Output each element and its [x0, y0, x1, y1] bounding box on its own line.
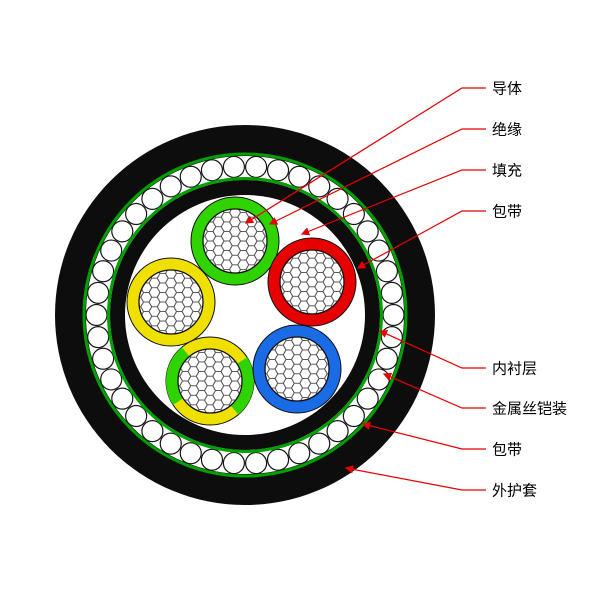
label-wire-armor: 金属丝铠装: [492, 399, 568, 418]
armor-wire: [179, 442, 202, 465]
armor-wire: [342, 202, 365, 226]
armor-wire: [200, 159, 224, 182]
armor-wire: [288, 165, 311, 188]
armor-wire: [326, 187, 349, 210]
armor-wire: [367, 239, 390, 262]
armor-wire: [375, 260, 398, 283]
leader-filling: [300, 169, 486, 236]
leader-conductor: [244, 87, 486, 224]
label-filling: 填充: [492, 161, 523, 180]
wire-armor: [85, 155, 405, 475]
armor-wire: [222, 451, 245, 475]
label-conductor: 导体: [492, 79, 523, 98]
armor-wire: [159, 432, 182, 455]
leader-outer-sheath: [344, 465, 486, 491]
armor-wire: [375, 347, 398, 370]
armor-wire: [111, 220, 134, 243]
armor-wire: [245, 451, 268, 475]
conductor: [177, 348, 243, 414]
armor-wire: [380, 326, 403, 349]
leader-tape-outer: [361, 421, 486, 450]
armor-wire: [288, 442, 311, 465]
armor-wire: [380, 281, 403, 304]
armor-wire: [222, 155, 245, 179]
armor-wire: [266, 448, 290, 471]
conductor: [202, 208, 268, 274]
armor-wire: [266, 159, 290, 182]
armor-wire: [87, 281, 110, 304]
armor-wire: [356, 387, 379, 410]
armor-wire: [141, 187, 164, 210]
armor-wire: [179, 165, 202, 188]
insulation-green-part: [166, 337, 254, 425]
armor-wire: [308, 432, 331, 455]
armor-wire: [111, 387, 134, 410]
leader-insulation: [268, 128, 486, 225]
label-inner-lining: 内衬层: [492, 359, 538, 378]
armor-wire: [342, 404, 365, 428]
conductor: [279, 249, 345, 315]
armor-wire: [367, 368, 390, 391]
armor-wire: [308, 175, 331, 198]
armor-wire: [100, 368, 123, 391]
core-green: [190, 196, 280, 286]
leader-wire-armor: [382, 373, 486, 409]
armor-wire: [245, 155, 268, 179]
armor-wire: [141, 420, 164, 443]
conductor: [264, 336, 330, 402]
core-red: [267, 237, 357, 327]
armor-wire: [125, 404, 148, 428]
armor-wire: [91, 260, 115, 283]
armor-wire: [326, 420, 349, 443]
armor-wire: [100, 239, 123, 262]
inner-lining-ring: [107, 177, 383, 453]
label-outer-sheath: 外护套: [492, 481, 538, 500]
leader-tape-inner: [356, 210, 486, 269]
conductor: [138, 269, 204, 335]
armor-wire: [159, 175, 182, 198]
armor-wire: [356, 220, 379, 243]
leader-inner-lining: [378, 330, 486, 369]
armor-wire: [200, 448, 224, 471]
label-tape-outer: 包带: [492, 440, 523, 459]
core-yellow: [126, 257, 216, 347]
core-blue: [252, 324, 342, 414]
cable-body: [55, 125, 435, 505]
armor-wire: [91, 347, 115, 370]
armor-wire: [382, 303, 405, 327]
armor-wire: [85, 303, 108, 327]
label-tape-inner: 包带: [492, 202, 523, 221]
label-insulation: 绝缘: [492, 120, 523, 139]
armor-wire: [125, 202, 148, 226]
leader-lines: [244, 87, 486, 491]
outer-tape-ring: [82, 152, 408, 478]
armor-wire: [87, 326, 110, 349]
core-earth-yellow-green: [165, 336, 255, 426]
